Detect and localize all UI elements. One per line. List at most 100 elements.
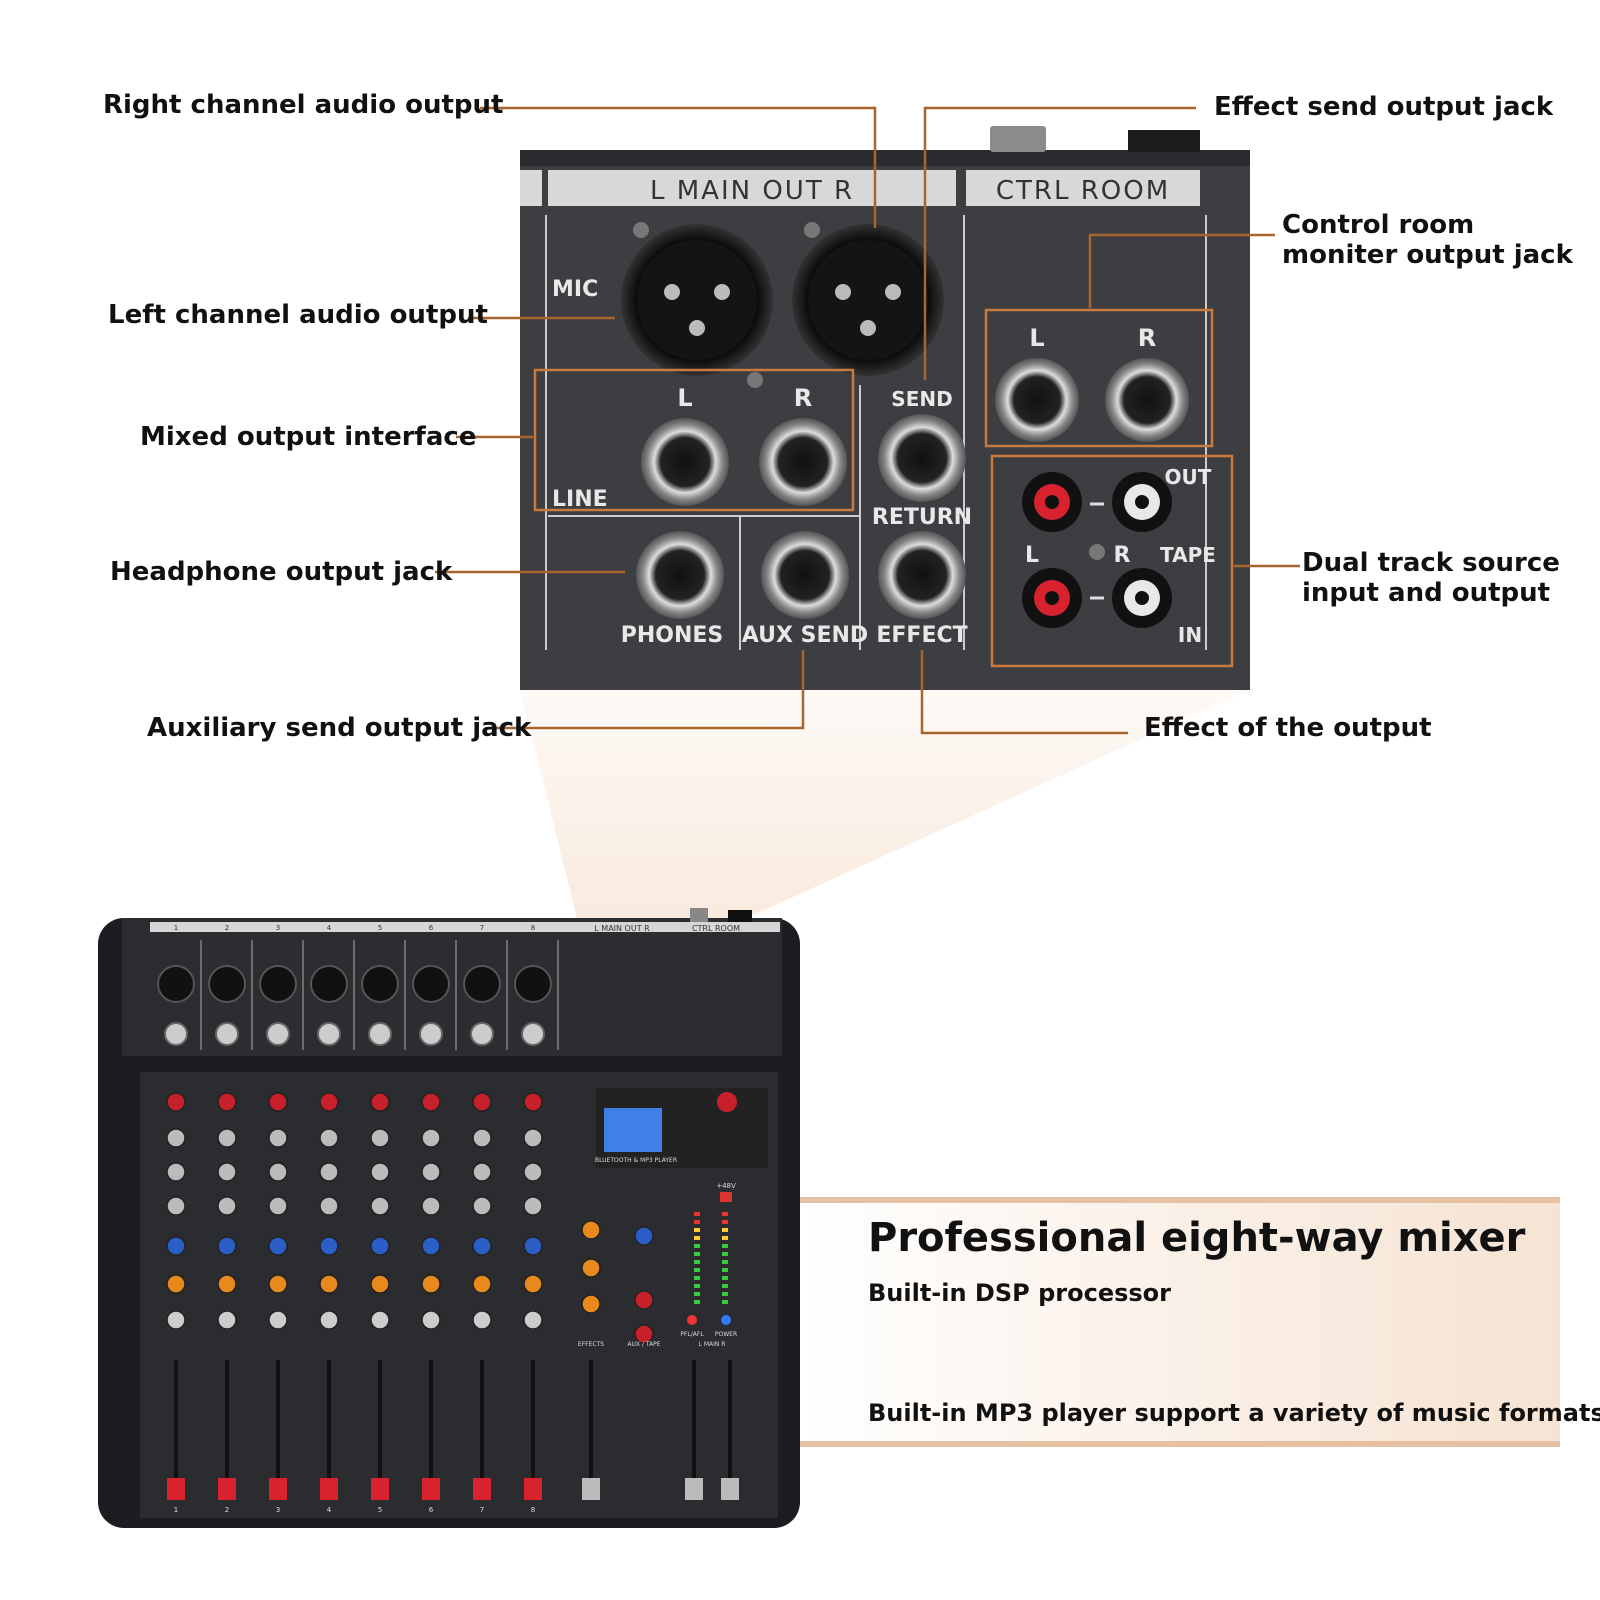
channel-knob [472,1310,492,1330]
channel-fader-track [174,1360,178,1500]
channel-knob [523,1196,543,1216]
zoomed-panel: L MAIN OUT R CTRL ROOM MIC LINE [520,126,1250,690]
tape-l-label: L [1025,543,1039,568]
channel-fader-cap [524,1478,542,1500]
master-fader-cap [582,1478,600,1500]
meter-led [722,1284,728,1288]
channel-knob [472,1128,492,1148]
panel-effect-label: EFFECT [876,623,967,648]
rca-jacks [1022,472,1172,628]
channel-fader-cap [422,1478,440,1500]
mixer-device: L MAIN OUT R CTRL ROOM 1122334455667788 … [98,908,800,1528]
channel-number-top: 8 [531,924,535,932]
xlr-left [621,222,773,376]
jack-ctrl-r [1105,358,1189,442]
ctrl-l-label: L [1029,324,1044,352]
channel-number-bottom: 5 [378,1506,382,1514]
meter-led [722,1292,728,1296]
callout-effect-send: Effect send output jack [1214,92,1554,122]
channel-number-bottom: 4 [327,1506,332,1514]
channel-line-input [521,1022,545,1046]
channel-knob [268,1310,288,1330]
player-label: BLUETOOTH & MP3 PLAYER [595,1157,677,1164]
callout-left-channel: Left channel audio output [108,300,488,330]
callout-control-room: Control room moniter output jack [1282,210,1573,270]
banner-title: Professional eight-way mixer [868,1215,1526,1261]
meter-led [694,1300,700,1304]
master-knob [634,1226,654,1246]
channel-number-top: 6 [429,924,434,932]
channel-knob [523,1092,543,1112]
jack-mix-r [759,418,847,506]
jack-effect [878,531,966,619]
panel-send-label: SEND [891,387,952,411]
mp3-level-knob [717,1092,737,1112]
channel-number-top: 5 [378,924,382,932]
leader-lines [435,106,1300,735]
phantom-label: +48V [716,1182,736,1190]
channel-knob [472,1092,492,1112]
power-label: POWER [715,1331,737,1338]
control-room-highlight [984,308,1214,448]
meter-led [722,1228,728,1232]
channel-knob [472,1236,492,1256]
panel-return-label: RETURN [872,505,972,530]
channel-knob [472,1196,492,1216]
panel-r-label: R [794,384,812,412]
meter-led [722,1260,728,1264]
channel-knob [523,1310,543,1330]
channel-fader-cap [320,1478,338,1500]
power-led [721,1315,731,1325]
channel-knob [268,1196,288,1216]
channel-knob [217,1274,237,1294]
callout-mixed-output: Mixed output interface [140,422,477,452]
meter-led [722,1212,728,1216]
master-fader-track [728,1360,732,1500]
pfl-led [687,1315,697,1325]
meter-led [694,1236,700,1240]
master-fader-cap [685,1478,703,1500]
channel-knob [166,1128,186,1148]
channel-knob [472,1274,492,1294]
channel-knob [472,1162,492,1182]
channel-knob [523,1128,543,1148]
channel-fader-track [225,1360,229,1500]
master-fader-cap [721,1478,739,1500]
channel-knob [217,1128,237,1148]
channel-knob [523,1274,543,1294]
channel-knob [421,1162,441,1182]
channel-knob [166,1162,186,1182]
panel-l-label: L [677,384,692,412]
callout-aux-send: Auxiliary send output jack [147,713,532,743]
channel-knob [217,1196,237,1216]
effects-label: EFFECTS [578,1341,604,1348]
meter-led [694,1252,700,1256]
panel-aux-send-label: AUX SEND [742,623,868,648]
channel-knob [421,1274,441,1294]
channel-knob [421,1092,441,1112]
callout-dual-track: Dual track source input and output [1302,548,1560,608]
channel-knob [523,1236,543,1256]
channel-knob [319,1092,339,1112]
meter-led [694,1220,700,1224]
mixer-ctrl-room-label: CTRL ROOM [692,924,740,933]
channel-knob [370,1092,390,1112]
panel-ctrl-room-label: CTRL ROOM [996,176,1170,206]
channel-number-top: 4 [327,924,332,932]
channel-fader-track [429,1360,433,1500]
channel-fader-cap [218,1478,236,1500]
channel-number-bottom: 7 [480,1506,484,1514]
channel-knob [166,1274,186,1294]
jack-ctrl-l [995,358,1079,442]
channel-knob [268,1274,288,1294]
channel-line-input [215,1022,239,1046]
meter-led [694,1292,700,1296]
aux-tape-label: AUX / TAPE [627,1341,660,1348]
channel-knob [370,1310,390,1330]
zoom-beam [520,690,1250,930]
channel-knob [217,1092,237,1112]
channel-number-bottom: 3 [276,1506,280,1514]
master-fader-track [692,1360,696,1500]
channel-line-input [419,1022,443,1046]
